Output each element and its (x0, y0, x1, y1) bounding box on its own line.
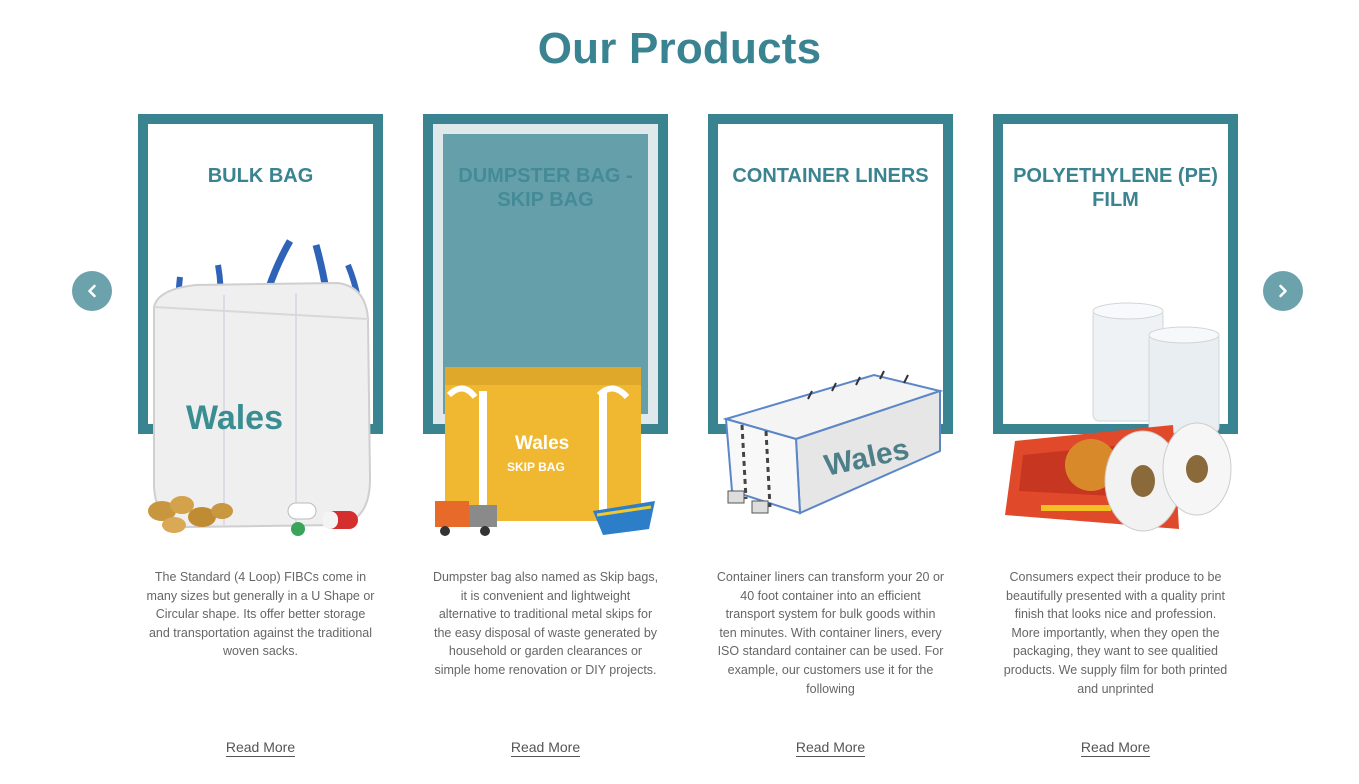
product-card-bulk-bag[interactable]: BULK BAG Wales The Standard (4 Loop) FIB… (138, 114, 383, 774)
product-title: DUMPSTER BAG - SKIP BAG (458, 165, 633, 211)
card-frame (708, 114, 953, 434)
product-brand: Wales (186, 399, 283, 437)
skip-bag-label: SKIP BAG (507, 460, 565, 474)
chevron-right-icon (1279, 284, 1287, 298)
carousel-prev-button[interactable] (72, 271, 112, 311)
product-description: The Standard (4 Loop) FIBCs come in many… (146, 570, 375, 659)
product-description: Consumers expect their produce to be bea… (1003, 570, 1228, 696)
skip-bag-image: Wales SKIP BAG (435, 367, 655, 536)
product-card-dumpster-bag[interactable]: DUMPSTER BAG - SKIP BAG Wales SKIP BAG D… (423, 114, 668, 774)
carousel-next-button[interactable] (1263, 271, 1303, 311)
product-title: CONTAINER LINERS (732, 165, 929, 187)
read-more-link[interactable]: Read More (795, 739, 866, 757)
product-title: POLYETHYLENE (PE) FILM (1013, 165, 1218, 211)
product-brand: Wales (515, 433, 569, 454)
read-more-link[interactable]: Read More (510, 739, 581, 757)
container-liner-image: Wales (722, 370, 944, 515)
product-description: Dumpster bag also named as Skip bags, it… (432, 570, 659, 677)
chevron-left-icon (88, 284, 96, 298)
product-card-pe-film[interactable]: POLYETHYLENE (PE) FILM Consumers expect … (993, 114, 1238, 774)
read-more-link[interactable]: Read More (225, 739, 296, 757)
pe-film-image (1005, 302, 1232, 532)
product-title: BULK BAG (207, 165, 314, 187)
product-card-container-liners[interactable]: CONTAINER LINERS Wales Container liners … (708, 114, 953, 774)
product-description: Container liners can transform your 20 o… (716, 570, 945, 696)
bulk-bag-image: Wales (148, 239, 372, 536)
read-more-link[interactable]: Read More (1080, 739, 1151, 757)
section-title: Our Products (537, 24, 822, 73)
